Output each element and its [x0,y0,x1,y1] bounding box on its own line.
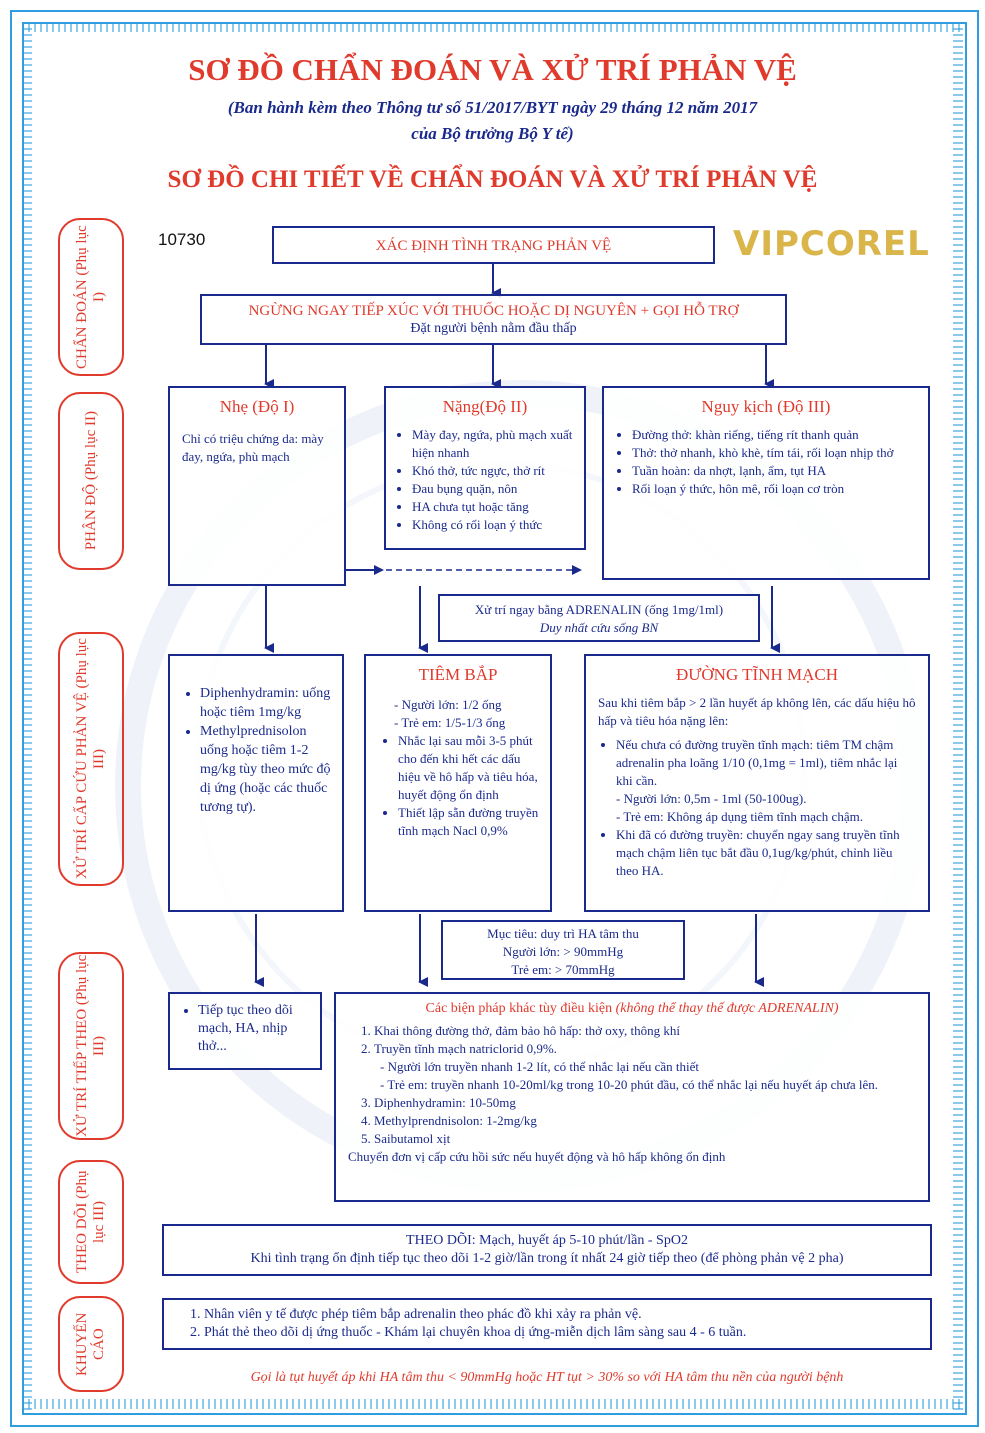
target-bp-child: Trẻ em: > 70mmHg [511,962,615,977]
list-item: Phát thẻ theo dõi dị ứng thuốc - Khám lạ… [204,1324,930,1342]
intramuscular-box: TIÊM BẮP - Người lớn: 1/2 ống - Trẻ em: … [364,654,552,912]
intravenous-title: ĐƯỜNG TĨNH MẠCH [675,665,839,684]
list-item: Diphenhydramin: uống hoặc tiêm 1mg/kg [200,684,332,722]
list-item: Rối loạn ý thức, hôn mê, rối loạn cơ trò… [632,480,918,498]
grade-severe-box: Nặng(Độ II) Mày đay, ngứa, phù mạch xuất… [384,386,586,550]
transfer-note: Chuyển đơn vị cấp cứu hồi sức nếu huyết … [348,1149,726,1164]
frame-pattern-top [22,22,963,32]
im-adult-dose: - Người lớn: 1/2 ống [394,697,502,712]
list-item: Methylprednisolon uống hoặc tiêm 1-2 mg/… [200,722,332,817]
list-item: Đau bụng quặn, nôn [412,480,576,498]
intramuscular-title: TIÊM BẮP [418,665,498,684]
adrenalin-box: Xử trí ngay bằng ADRENALIN (ống 1mg/1ml)… [438,594,760,642]
other-measures-box: Các biện pháp khác tùy điều kiện (không … [334,992,930,1202]
list-item: Tiếp tục theo dõi mạch, HA, nhịp thở... [198,1002,312,1056]
fluid-child: - Trẻ em: truyền nhanh 10-20ml/kg trong … [380,1077,879,1092]
other-measures-title: Các biện pháp khác tùy điều kiện [425,1001,616,1016]
list-item: Khi đã có đường truyền: chuyển ngay sang… [616,826,916,880]
list-item: Truyền tĩnh mạch natriclorid 0,9%. - Ngư… [374,1040,916,1094]
target-bp-title: Mục tiêu: duy trì HA tâm thu [487,926,639,941]
list-item: Thở: thở nhanh, khò khè, tím tái, rối lo… [632,444,918,462]
fluid-adult: - Người lớn truyền nhanh 1-2 lít, có thể… [380,1059,699,1074]
list-item: Khó thở, tức ngực, thở rít [412,462,576,480]
list-item: Mày đay, ngứa, phù mạch xuất hiện nhanh [412,426,576,462]
grade-critical-title: Nguy kịch (Độ III) [701,397,831,416]
frame-pattern-right [953,22,963,1411]
adrenalin-instruction: Xử trí ngay bằng ADRENALIN (ống 1mg/1ml) [474,602,724,617]
code-label: 10730 [158,230,206,249]
list-item: Nhắc lại sau mỗi 3-5 phút cho đến khi hế… [398,732,542,804]
adrenalin-note: Duy nhất cứu sống BN [539,620,659,635]
iv-child-dose: - Trẻ em: Không áp dụng tiêm tĩnh mạch c… [616,809,863,824]
grade-mild-box: Nhẹ (Độ I) Chỉ có triệu chứng da: mày đa… [168,386,346,586]
list-item: Tuần hoàn: da nhợt, lạnh, ẩm, tụt HA [632,462,918,480]
target-bp-box: Mục tiêu: duy trì HA tâm thu Người lớn: … [441,920,685,980]
list-item: Methylprendnisolon: 1-2mg/kg [374,1112,916,1130]
identify-anaphylaxis-box: XÁC ĐỊNH TÌNH TRẠNG PHẢN VỆ [272,226,715,264]
side-label-monitoring: THEO DÕI (Phụ lục III) [58,1160,124,1284]
side-label-grading: PHÂN ĐỘ (Phụ lục II) [58,392,124,570]
list-item: Đường thở: khàn riếng, tiếng rít thanh q… [632,426,918,444]
list-item: HA chưa tụt hoặc tăng [412,498,576,516]
list-item: Nhân viên y tế được phép tiêm bắp adrena… [204,1306,930,1324]
list-item: Không có rối loạn ý thức [412,516,576,534]
iv-item-1: Nếu chưa có đường truyền tĩnh mạch: tiêm… [616,737,898,788]
side-label-followup: XỬ TRÍ TIẾP THEO (Phụ lục III) [58,952,124,1140]
list-item: Thiết lập sẵn đường truyền tĩnh mạch Nac… [398,804,542,840]
grade-severe-title: Nặng(Độ II) [442,397,528,416]
intravenous-box: ĐƯỜNG TĨNH MẠCH Sau khi tiêm bắp > 2 lần… [584,654,930,912]
grade-critical-box: Nguy kịch (Độ III) Đường thở: khàn riếng… [602,386,930,580]
side-label-advice: KHUYẾN CÁO [58,1296,124,1392]
grade-mild-title: Nhẹ (Độ I) [219,397,295,416]
monitoring-line2: Khi tình trạng ổn định tiếp tục theo dõi… [250,1251,844,1266]
continue-monitoring-box: Tiếp tục theo dõi mạch, HA, nhịp thở... [168,992,322,1070]
list-item: Diphenhydramin: 10-50mg [374,1094,916,1112]
outer-frame [10,10,979,1427]
other-measures-note: (không thể thay thế được ADRENALIN) [615,1001,839,1016]
side-label-diagnosis: CHẨN ĐOÁN (Phụ lục I) [58,218,124,376]
advice-box: Nhân viên y tế được phép tiêm bắp adrena… [162,1298,932,1350]
list-item: Nếu chưa có đường truyền tĩnh mạch: tiêm… [616,736,916,826]
identify-anaphylaxis-text: XÁC ĐỊNH TÌNH TRẠNG PHẢN VỆ [375,238,612,254]
lay-patient-text: Đặt người bệnh nằm đầu thấp [410,321,577,336]
list-item: Saibutamol xịt [374,1130,916,1148]
grade-mild-text: Chỉ có triệu chứng da: mày đay, ngứa, ph… [182,431,324,464]
monitoring-box: THEO DÕI: Mạch, huyết áp 5-10 phút/lần -… [162,1224,932,1276]
monitoring-line1: THEO DÕI: Mạch, huyết áp 5-10 phút/lần -… [406,1233,688,1248]
subtitle-line2: của Bộ trưởng Bộ Y tế) [411,124,574,143]
footnote: Gọi là tụt huyết áp khi HA tâm thu < 90m… [250,1370,844,1385]
list-item: Khai thông đường thở, đảm bảo hô hấp: th… [374,1022,916,1040]
iv-intro: Sau khi tiêm bắp > 2 lần huyết áp không … [598,695,916,728]
stop-exposure-box: NGỪNG NGAY TIẾP XÚC VỚI THUỐC HOẶC DỊ NG… [200,294,787,345]
antihistamine-box: Diphenhydramin: uống hoặc tiêm 1mg/kg Me… [168,654,344,912]
im-child-dose: - Trẻ em: 1/5-1/3 ống [394,715,506,730]
vipcorel-logo: VIPCOREL [733,224,930,264]
iv-adult-dose: - Người lớn: 0,5m - 1ml (50-100ug). [616,791,807,806]
target-bp-adult: Người lớn: > 90mmHg [502,944,624,959]
stop-exposure-text: NGỪNG NGAY TIẾP XÚC VỚI THUỐC HOẶC DỊ NG… [248,303,739,319]
subtitle-line1: (Ban hành kèm theo Thông tư số 51/2017/B… [227,98,758,117]
frame-pattern-bottom [22,1399,963,1409]
frame-pattern-left [22,22,32,1411]
page-title: SƠ ĐỒ CHẨN ĐOÁN VÀ XỬ TRÍ PHẢN VỆ [188,52,797,87]
section-title: SƠ ĐỒ CHI TIẾT VỀ CHẨN ĐOÁN VÀ XỬ TRÍ PH… [167,166,818,193]
side-label-emergency: XỬ TRÍ CẤP CỨU PHẢN VỆ (Phụ lục III) [58,632,124,886]
